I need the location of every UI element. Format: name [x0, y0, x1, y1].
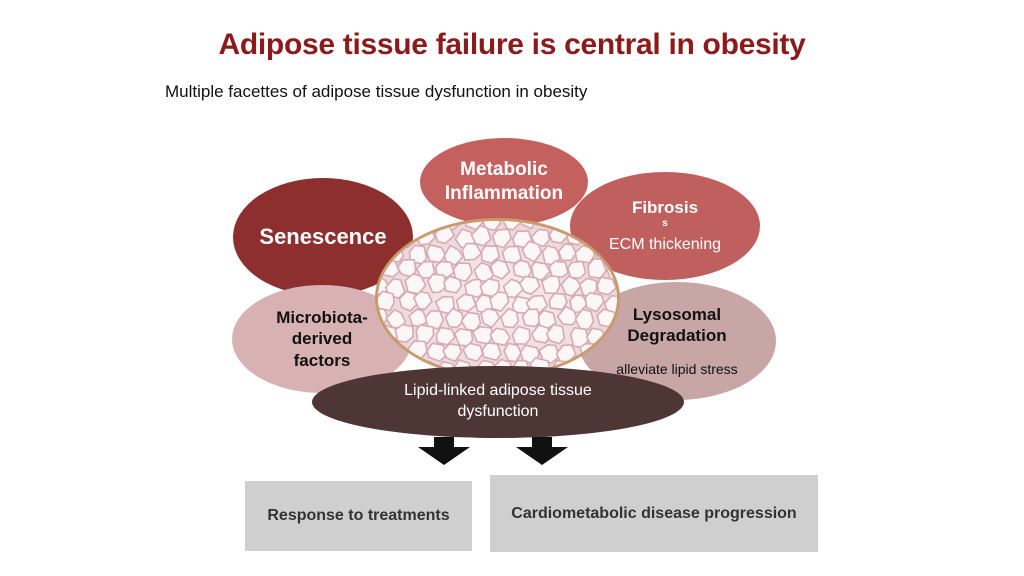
page-title: Adipose tissue failure is central in obe…: [0, 28, 1024, 62]
adipocyte-cell: [378, 291, 394, 310]
adipocyte-cell: [549, 261, 568, 277]
node-metabolic-label: Metabolic Inflammation: [445, 158, 563, 206]
node-fibrosis-label: Fibrosis: [632, 197, 698, 218]
adipocyte-cell: [482, 343, 501, 360]
adipocyte-cell: [444, 276, 462, 293]
adipose-tissue-histology-image: [375, 218, 620, 378]
outcome-response-label: Response to treatments: [267, 507, 449, 525]
node-lipid-linked-dysfunction: Lipid-linked adipose tissue dysfunction: [312, 366, 684, 438]
node-lipid-label: Lipid-linked adipose tissue dysfunction: [404, 381, 592, 423]
node-fibrosis-extra: s: [662, 218, 668, 231]
node-metabolic-inflammation: Metabolic Inflammation: [420, 138, 588, 226]
adipocyte-cell: [568, 262, 586, 279]
down-arrow-icon: [418, 437, 470, 465]
adipocyte-cell: [378, 344, 387, 361]
outcome-response-to-treatments: Response to treatments: [245, 481, 472, 551]
adipocyte-cell: [580, 344, 599, 359]
node-microbiota-label: Microbiota- derived factors: [276, 307, 368, 371]
adipocyte-cell: [513, 260, 531, 278]
adipocyte-cell: [427, 245, 446, 263]
node-lysosomal-label: Lysosomal Degradation: [627, 304, 726, 347]
page-subtitle: Multiple facettes of adipose tissue dysf…: [165, 82, 587, 102]
node-senescence-label: Senescence: [259, 223, 386, 251]
outcome-cardiometabolic-progression: Cardiometabolic disease progression: [490, 475, 818, 552]
node-lysosomal-sub: alleviate lipid stress: [616, 361, 737, 379]
adipocyte-cell: [395, 325, 413, 343]
node-fibrosis-sub: ECM thickening: [609, 235, 721, 255]
outcome-cardio-label: Cardiometabolic disease progression: [511, 505, 796, 523]
down-arrow-icon: [516, 437, 568, 465]
histology-cells: [378, 221, 620, 378]
